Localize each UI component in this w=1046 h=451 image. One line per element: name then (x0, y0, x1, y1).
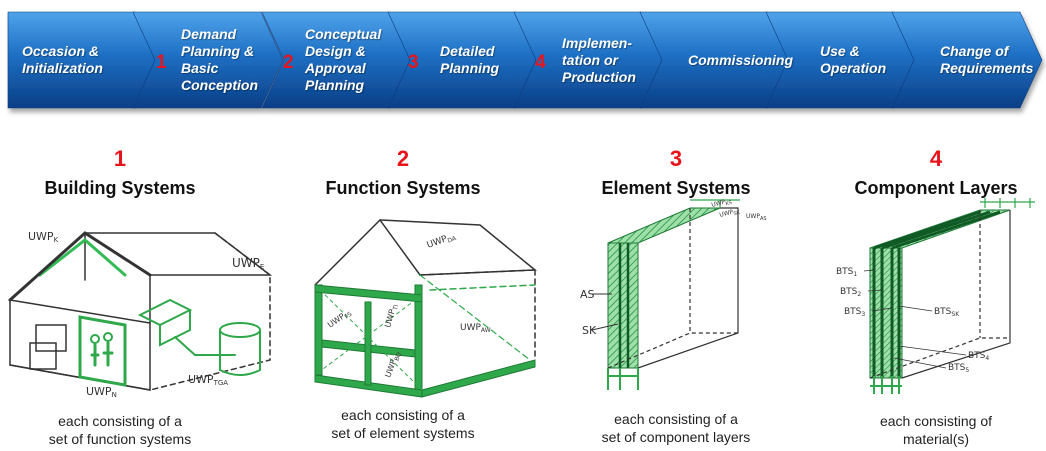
phase-line: Change of (940, 43, 1009, 59)
phase-commissioning: Commissioning (688, 10, 793, 110)
column-1-title: Building Systems (44, 178, 196, 198)
svg-text:BTS1: BTS1 (836, 267, 857, 278)
phase-text: Commissioning (688, 52, 793, 69)
column-3-title: Element Systems (601, 178, 751, 198)
phase-text: Use &Operation (820, 43, 886, 77)
phase-marker-4: 4 (535, 52, 546, 73)
phase-marker-3: 3 (408, 52, 419, 73)
phase-line: Implemen- (562, 34, 633, 51)
phase-occasion: Occasion &Initialization (22, 10, 103, 110)
phase-line: Demand (181, 26, 237, 42)
svg-text:UWPN: UWPN (86, 385, 117, 399)
phase-line: Initialization (22, 60, 103, 76)
svg-text:UWPFS: UWPFS (326, 307, 354, 331)
phase-line: Production (562, 68, 636, 85)
column-2-number: 2 (396, 146, 410, 171)
phase-line: Commissioning (688, 51, 794, 68)
phase-line: Conceptual (305, 26, 382, 42)
phase-marker-1: 1 (156, 52, 167, 73)
phase-line: Operation (820, 60, 887, 76)
svg-text:BTS3: BTS3 (844, 307, 865, 318)
caption-line: material(s) (902, 431, 970, 447)
phase-text: Occasion &Initialization (22, 43, 103, 77)
caption-line: each consisting of a (341, 407, 465, 423)
caption-line: set of component layers (601, 429, 751, 445)
caption-line: each consisting of (879, 413, 993, 429)
column-4-title: Component Layers (854, 178, 1018, 198)
phase-line: Occasion & (22, 43, 100, 59)
caption-line: each consisting of a (614, 411, 738, 427)
svg-text:BTS2: BTS2 (840, 287, 861, 298)
svg-text:UWPSK: UWPSK (719, 207, 742, 221)
phase-use-operation: Use &Operation (820, 10, 886, 110)
svg-text:SK: SK (582, 324, 597, 337)
phase-line: Design & (305, 43, 366, 59)
phase-line: Conception (181, 77, 258, 93)
phase-line: Requirements (940, 60, 1034, 76)
phase-marker-2: 2 (283, 52, 294, 73)
phase-arrow-bar (7, 11, 1043, 109)
phase-line: Planning (305, 77, 365, 93)
svg-text:UWPE: UWPE (232, 256, 264, 271)
component-layers-sketch: BTS1 BTS2 BTS3 BTSSK BTS4 BTS5 (836, 198, 1035, 394)
svg-text:BTS5: BTS5 (948, 363, 969, 374)
caption-line: set of function systems (48, 431, 192, 447)
column-3-number: 3 (669, 146, 683, 171)
column-3-caption: each consisting of a set of component la… (556, 410, 796, 446)
building-systems-sketch: UWPK UWPE UWPN UWPTGA (8, 230, 273, 399)
svg-text:UWPDA: UWPDA (426, 231, 458, 252)
phase-arrow (891, 11, 1043, 109)
svg-text:AS: AS (580, 288, 595, 301)
column-2-title: Function Systems (325, 178, 481, 198)
phase-line: Planning (440, 60, 500, 76)
phase-arrow (132, 11, 284, 109)
phase-line: Approval (305, 60, 366, 76)
phase-line: Planning & (181, 43, 255, 59)
caption-line: each consisting of a (58, 413, 182, 429)
caption-line: set of element systems (331, 425, 475, 441)
svg-text:UWPK: UWPK (28, 230, 59, 244)
element-systems-sketch: AS SK UWPKS UWPSK UWPAS (580, 197, 767, 390)
svg-text:UWPKS: UWPKS (711, 197, 733, 211)
svg-text:UWPTI: UWPTI (383, 303, 400, 329)
phase-line: Detailed (440, 43, 495, 59)
column-1-caption: each consisting of a set of function sys… (0, 412, 240, 448)
svg-text:BTSSK: BTSSK (934, 307, 960, 318)
function-systems-sketch: UWPDA UWPFS UWPTI UWPAW UWPBO (314, 218, 537, 398)
svg-text:UWPTGA: UWPTGA (188, 373, 228, 387)
phase-line: Use & (820, 43, 860, 59)
column-4-number: 4 (929, 146, 943, 171)
phase-line: Basic (181, 60, 219, 76)
svg-text:UWPAS: UWPAS (746, 213, 767, 222)
svg-text:BTS4: BTS4 (968, 351, 989, 362)
column-2-caption: each consisting of a set of element syst… (283, 406, 523, 442)
column-4-caption: each consisting of material(s) (816, 412, 1046, 448)
column-1-number: 1 (113, 146, 127, 171)
svg-text:UWPAW: UWPAW (460, 323, 491, 334)
phase-line: tation or (562, 51, 618, 68)
